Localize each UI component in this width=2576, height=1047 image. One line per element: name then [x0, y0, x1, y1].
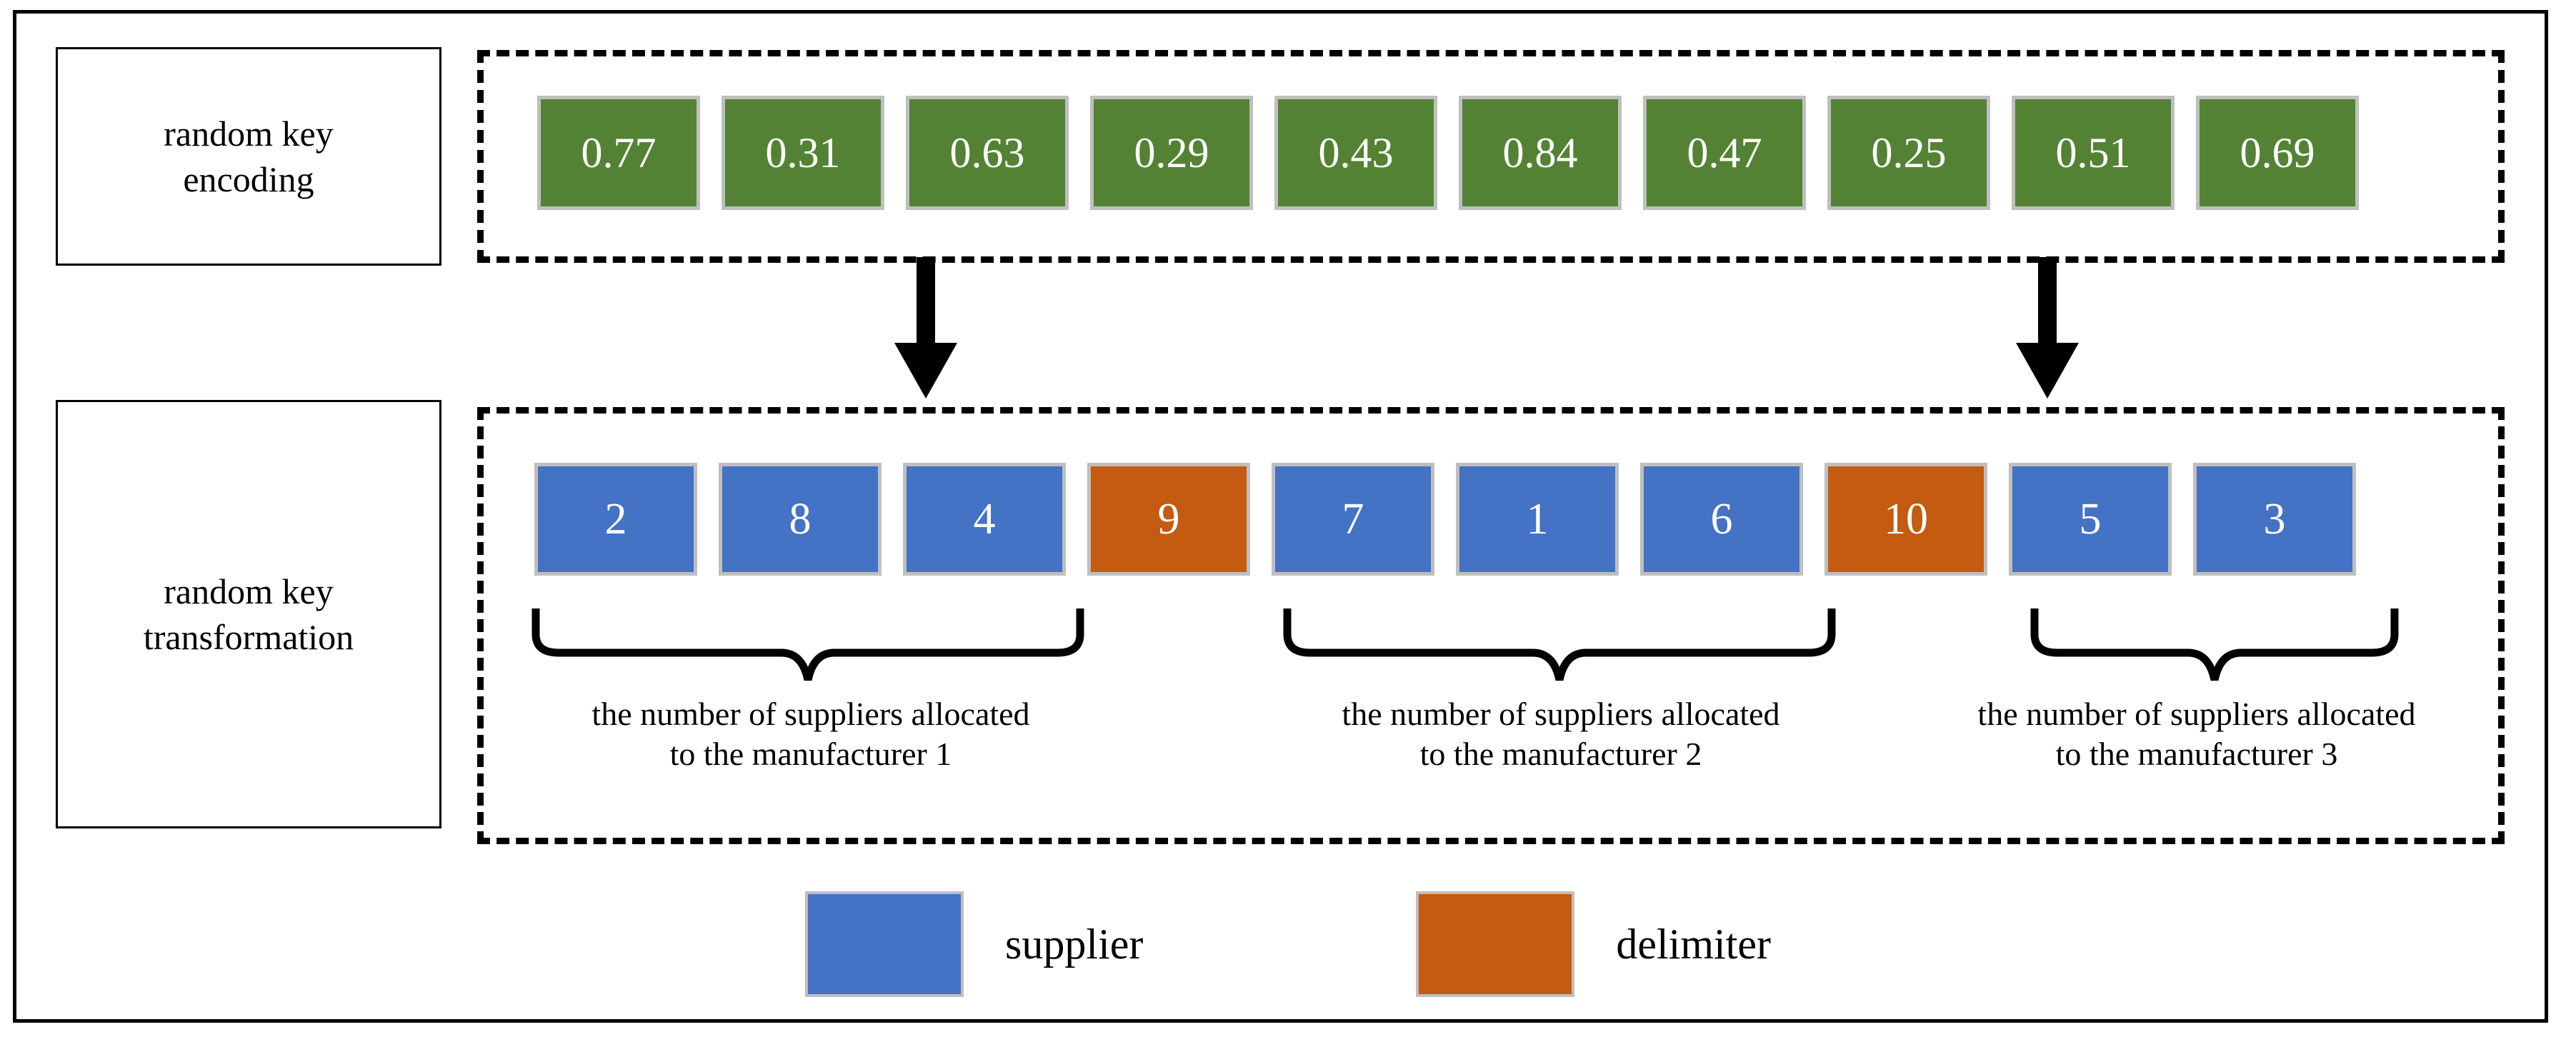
- random-key-cell: 0.47: [1643, 96, 1806, 210]
- group-brace-3: [2030, 608, 2399, 681]
- group-caption-line1: the number of suppliers allocated: [591, 696, 1030, 732]
- dashed-region-transformation: [477, 407, 2505, 844]
- dashed-region-encoding: [477, 50, 2505, 263]
- legend-label-delimiter: delimiter: [1616, 920, 1771, 968]
- legend: supplier delimiter: [0, 891, 2576, 997]
- supplier-cell: 8: [719, 463, 882, 576]
- supplier-cell: 6: [1640, 463, 1803, 576]
- legend-item-delimiter: delimiter: [1416, 891, 1771, 997]
- random-key-cell: 0.69: [2196, 96, 2359, 210]
- row-label-random-key-encoding: random key encoding: [56, 47, 441, 266]
- row-label-line2: encoding: [183, 159, 314, 199]
- legend-item-supplier: supplier: [805, 891, 1143, 997]
- down-arrow-icon: [894, 257, 957, 399]
- legend-swatch-delimiter: [1416, 891, 1575, 997]
- random-key-cell: 0.51: [2012, 96, 2175, 210]
- supplier-cell: 3: [2193, 463, 2356, 576]
- random-key-cell: 0.31: [722, 96, 884, 210]
- random-key-cell: 0.77: [537, 96, 700, 210]
- random-key-cell: 0.63: [906, 96, 1069, 210]
- group-caption-3: the number of suppliers allocated to the…: [1886, 694, 2507, 774]
- group-caption-line1: the number of suppliers allocated: [1977, 696, 2416, 732]
- supplier-cell: 7: [1272, 463, 1434, 576]
- transformed-key-cell-row: 2 8 4 9 7 1 6 10 5 3: [534, 463, 2356, 576]
- row-label-random-key-transformation: random key transformation: [56, 400, 441, 828]
- supplier-cell: 4: [903, 463, 1066, 576]
- legend-label-supplier: supplier: [1005, 920, 1144, 968]
- supplier-cell: 2: [534, 463, 697, 576]
- group-caption-line2: to the manufacturer 3: [2055, 736, 2338, 773]
- legend-swatch-supplier: [805, 891, 964, 997]
- delimiter-cell: 10: [1824, 463, 1987, 576]
- row-label-line2: transformation: [143, 617, 354, 657]
- group-brace-2: [1283, 608, 1836, 681]
- random-key-cell: 0.29: [1090, 96, 1253, 210]
- group-caption-line1: the number of suppliers allocated: [1342, 696, 1780, 732]
- group-caption-line2: to the manufacturer 2: [1419, 736, 1702, 773]
- random-key-cell: 0.43: [1274, 96, 1437, 210]
- delimiter-cell: 9: [1087, 463, 1250, 576]
- group-caption-1: the number of suppliers allocated to the…: [500, 694, 1122, 774]
- row-label-line1: random key: [164, 114, 334, 154]
- down-arrow-icon: [2016, 257, 2079, 399]
- random-key-cell: 0.84: [1459, 96, 1622, 210]
- random-key-cell: 0.25: [1827, 96, 1990, 210]
- supplier-cell: 1: [1456, 463, 1619, 576]
- row-label-line1: random key: [164, 571, 334, 611]
- random-key-cell-row: 0.77 0.31 0.63 0.29 0.43 0.84 0.47 0.25 …: [537, 96, 2359, 210]
- group-brace-1: [531, 608, 1084, 681]
- group-caption-2: the number of suppliers allocated to the…: [1250, 694, 1872, 774]
- supplier-cell: 5: [2009, 463, 2172, 576]
- group-caption-line2: to the manufacturer 1: [669, 736, 952, 773]
